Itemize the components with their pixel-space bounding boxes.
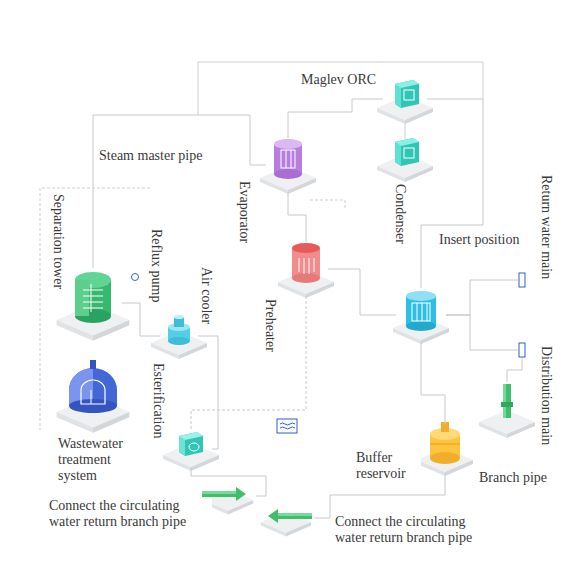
equipment-label: Condenser: [392, 183, 408, 245]
wastewater-icon: [69, 360, 117, 413]
equipment-node: Connect the circulating water return bra…: [258, 506, 314, 530]
equipment-label: Maglev ORC: [300, 72, 377, 88]
pipe-label: Insert position: [438, 232, 521, 248]
esterification-icon: [179, 432, 203, 456]
separation-tower-icon: [75, 272, 111, 323]
equipment-label: Buffer reservoir: [355, 450, 421, 482]
equipment-node: Condenser: [396, 288, 446, 342]
condenser-icon: [406, 291, 436, 331]
equipment-node: Separation tower: [64, 268, 122, 338]
pipe-connector: [288, 192, 306, 242]
reflux-pump-icon: [168, 315, 190, 345]
equipment-label: Connect the circulating water return bra…: [334, 514, 498, 546]
pipe-line: [198, 62, 483, 115]
equipment-node: Buffer reservoir: [422, 424, 468, 474]
valve-symbol: [132, 274, 139, 281]
equipment-label: Return water main: [538, 174, 554, 280]
equipment-label: Evaporator: [236, 180, 252, 244]
equipment-node: Wastewater treatment system: [62, 368, 124, 430]
orc-unit: [395, 138, 419, 166]
equipment-node: Connect the circulating water return bra…: [200, 484, 256, 508]
pipe-connector: [191, 468, 266, 496]
pipe-connector: [421, 342, 445, 424]
pipe-arrow: [268, 509, 312, 523]
equipment-label: Distribution main: [538, 345, 554, 446]
pipe-connector: [446, 315, 518, 350]
equipment-label: Esterification: [150, 362, 166, 439]
branch-pipe-icon: [501, 384, 513, 418]
equipment-node: Distribution main: [518, 342, 526, 358]
buffer-reservoir-icon: [430, 422, 460, 464]
equipment-node: Reflux pump: [160, 315, 198, 357]
pipe-connector: [122, 303, 160, 336]
orc-unit: [395, 80, 419, 108]
pipe-label: Air cooler: [198, 266, 214, 325]
pipe-connector: [507, 358, 522, 382]
pipe-line: [310, 200, 345, 208]
equipment-label: Branch pipe: [478, 470, 548, 486]
equipment-node: Maglev ORC: [383, 78, 427, 120]
equipment-label: Separation tower: [50, 193, 66, 290]
region-outline: [40, 188, 150, 430]
pipe-connector: [288, 99, 383, 138]
equipment-label: Reflux pump: [148, 228, 164, 304]
evaporator-icon: [274, 139, 302, 179]
equipment-node: Evaporator: [266, 138, 310, 192]
equipment-label: Preheater: [262, 298, 278, 353]
pipe-connector: [421, 99, 483, 288]
equipment-node: Return water main: [518, 272, 526, 288]
main-pipe-symbol: [519, 343, 525, 357]
equipment-label: Connect the circulating water return bra…: [48, 498, 212, 530]
equipment-label: Wastewater treatment system: [57, 436, 139, 484]
equipment-node: Branch pipe: [488, 382, 526, 434]
equipment-node: Preheater: [284, 242, 328, 296]
pipe-connector: [328, 269, 396, 315]
equipment-node: Esterification: [170, 430, 212, 468]
pipe-connector: [198, 336, 218, 449]
preheater-icon: [292, 243, 320, 283]
pipe-label: Steam master pipe: [98, 148, 203, 164]
heat-exchanger-symbol: [277, 419, 297, 433]
main-pipe-symbol: [519, 273, 525, 287]
pipe-connector: [446, 280, 518, 315]
pipe-connector: [93, 115, 266, 268]
